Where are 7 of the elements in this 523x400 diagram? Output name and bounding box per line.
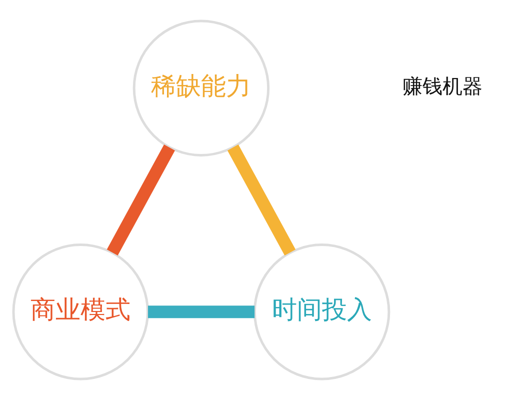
node-circle: 商业模式 — [12, 244, 149, 380]
connector — [227, 144, 296, 256]
connector — [148, 306, 255, 318]
connector — [106, 144, 175, 256]
node-circle: 稀缺能力 — [132, 20, 270, 156]
label: 赚钱机器 — [402, 74, 482, 98]
node-circle: 时间投入 — [253, 244, 390, 380]
